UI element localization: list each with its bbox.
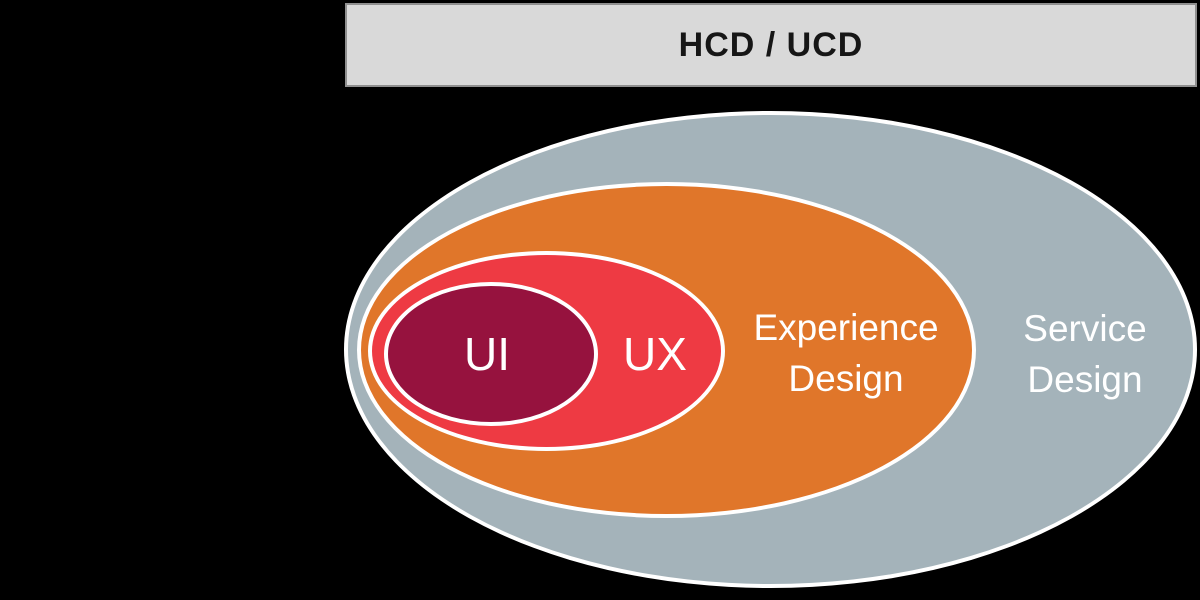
service-design-label-line1: Service [1023,308,1147,349]
service-design-label-line2: Design [1027,359,1143,400]
ux-label: UX [623,328,687,380]
experience-design-label-line1: Experience [753,307,939,348]
ui-ellipse [384,282,598,426]
experience-design-label: Experience Design [753,302,938,404]
ui-label: UI [464,328,510,380]
title-bar: HCD / UCD [345,3,1197,87]
service-design-label: Service Design [1023,303,1146,405]
experience-design-label-line2: Design [788,358,904,399]
title-text: HCD / UCD [678,25,864,64]
